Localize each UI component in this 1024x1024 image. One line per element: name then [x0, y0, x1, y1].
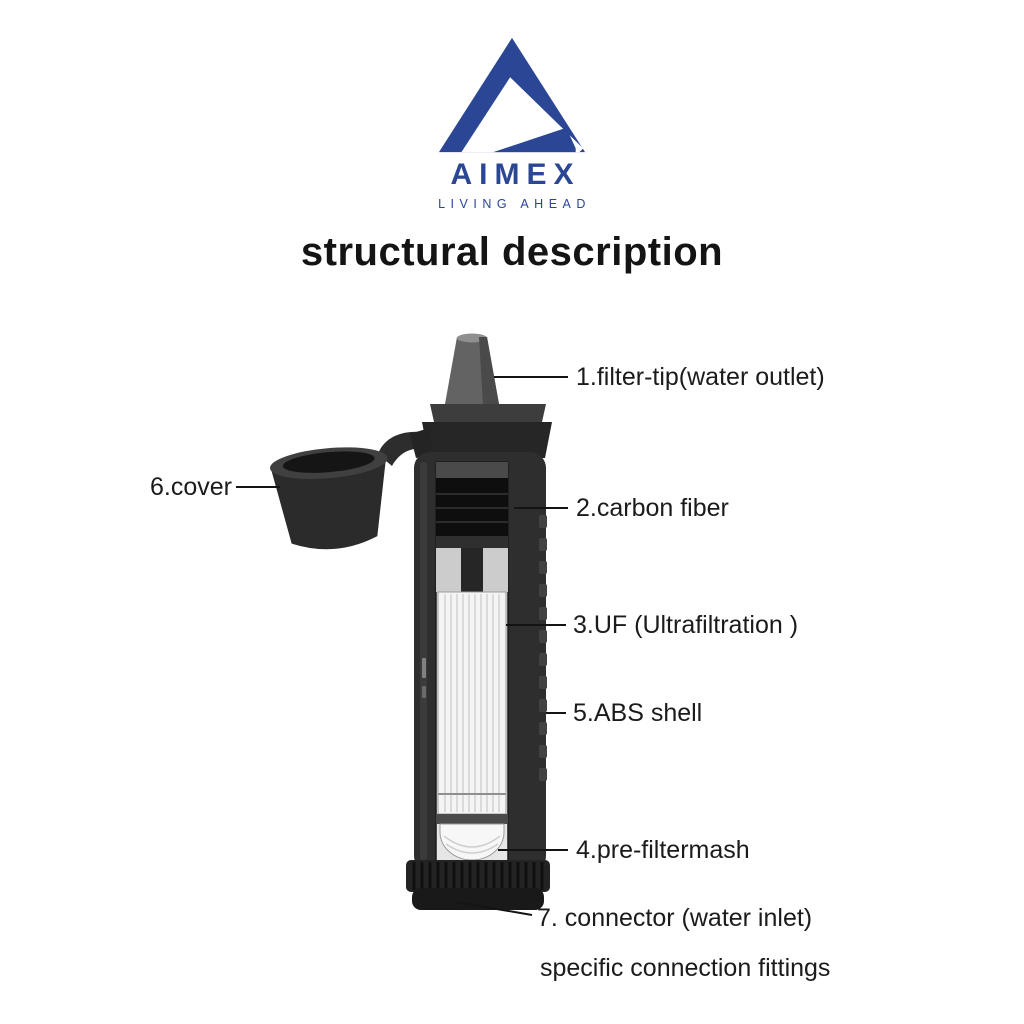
- collar-part: [410, 404, 552, 458]
- brand-tagline: LIVING AHEAD: [438, 197, 591, 211]
- label-carbon-fiber: 2.carbon fiber: [576, 494, 729, 522]
- pre-filter-mesh-part: [439, 823, 505, 861]
- brand-logo: AIMEX LIVING AHEAD: [0, 36, 1024, 211]
- label-cover: 6.cover: [150, 473, 232, 501]
- cover-part: [269, 431, 428, 550]
- page-title: structural description: [300, 230, 724, 274]
- label-abs-shell: 5.ABS shell: [573, 699, 703, 727]
- brand-triangle-icon: [438, 37, 586, 153]
- leader-lines: [236, 376, 568, 916]
- brand-triangle-shapes: [438, 37, 586, 153]
- label-connector: 7. connector (water inlet): [537, 904, 813, 932]
- interior-cutaway: [435, 461, 509, 865]
- label-uf-membrane: 3.UF (Ultrafiltration ): [573, 611, 799, 639]
- filter-tip-part: [445, 333, 499, 404]
- shell-grip-ridges: [539, 515, 547, 781]
- leader-connector: [455, 901, 533, 916]
- label-connector-note: specific connection fittings: [540, 954, 831, 982]
- shell-marking: [422, 686, 426, 698]
- uf-membrane-part: [437, 591, 507, 815]
- carbon-fiber-part: [436, 478, 508, 536]
- shell-marking: [422, 658, 426, 678]
- brand-name: AIMEX: [450, 158, 581, 191]
- label-filter-tip: 1.filter-tip(water outlet): [576, 363, 825, 391]
- label-pre-filtermash: 4.pre-filtermash: [576, 836, 750, 864]
- connector-part: [406, 860, 550, 910]
